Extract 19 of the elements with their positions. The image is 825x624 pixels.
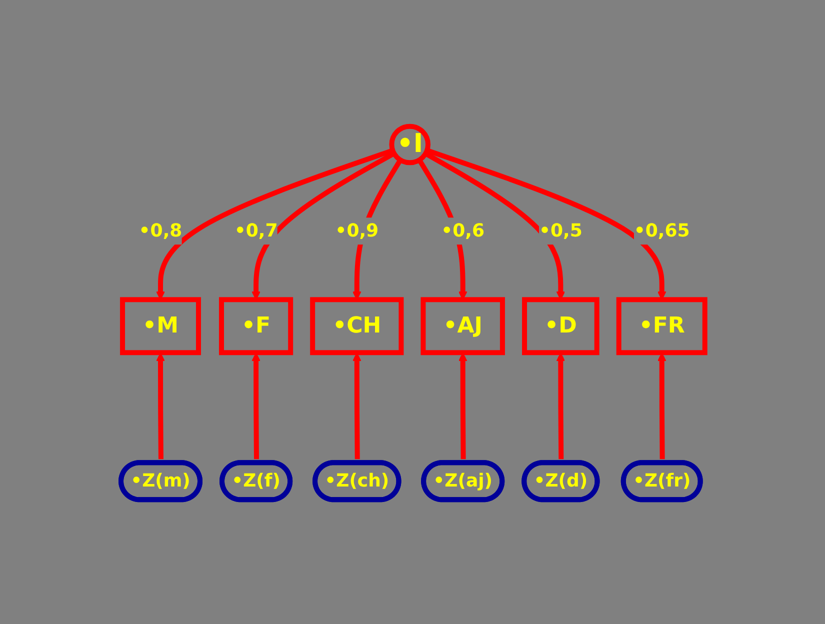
arrow: [156, 352, 164, 459]
node-box: •FR: [616, 296, 707, 355]
arrow: [352, 352, 361, 459]
edge-label: •0,6: [440, 220, 484, 242]
edge-label: •0,65: [633, 220, 690, 242]
edge-label: •0,8: [138, 220, 182, 242]
node-box: •AJ: [420, 296, 505, 355]
node-circle: •I: [388, 124, 430, 165]
node-box: •M: [120, 296, 201, 355]
arrow: [657, 352, 666, 459]
edge-label: •0,5: [538, 220, 582, 242]
arrow: [556, 352, 565, 459]
node-box: •F: [218, 296, 293, 355]
node-box: •D: [522, 296, 599, 355]
arrow: [251, 352, 260, 459]
arrow: [458, 352, 467, 459]
node-box: •CH: [310, 296, 404, 355]
edge-label: •0,7: [234, 220, 278, 242]
edge-label: •0,9: [334, 220, 378, 242]
